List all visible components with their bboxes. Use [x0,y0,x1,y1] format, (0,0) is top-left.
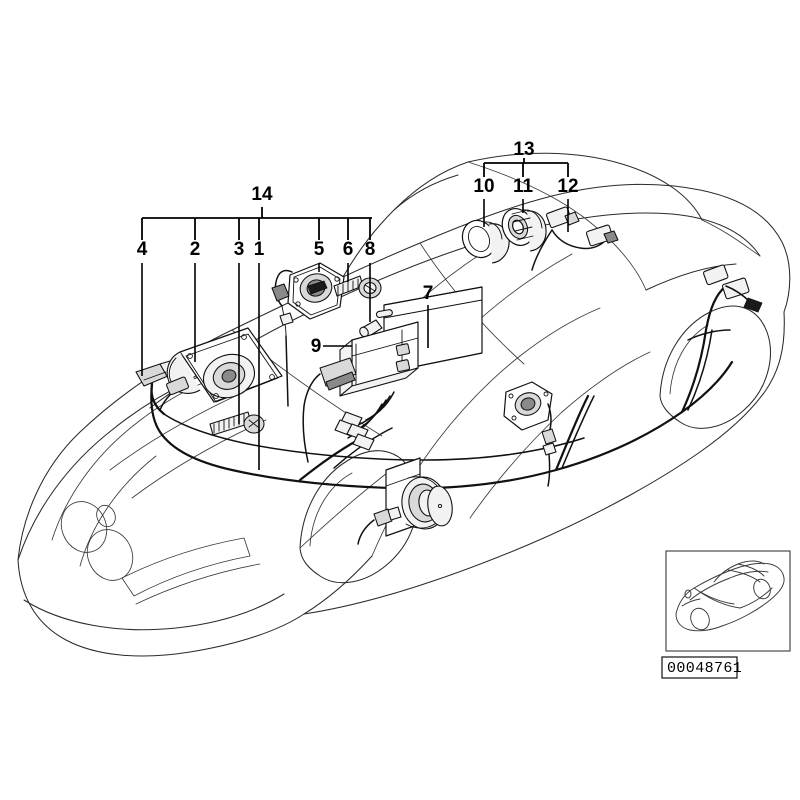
part-2-bass-speaker [159,327,283,411]
part-9-radio-mounting-frame [302,321,419,463]
callout-7: 7 [423,283,434,304]
vehicle-key-inset: 00048761 [661,550,791,679]
callout-5: 5 [314,239,325,260]
part-11-speaker-grille-ring [501,208,547,252]
installed-subwoofer [357,457,453,545]
part-number-text: 00048761 [667,660,742,677]
callout-6: 6 [343,239,354,260]
callout-leaders [141,199,569,470]
part-10-loudspeaker-cover [461,219,510,264]
callout-brackets [141,158,569,240]
callout-8: 8 [365,239,376,260]
part-5-tweeter-speaker [271,262,345,407]
callout-11: 11 [513,176,534,197]
callout-numbers: 4 2 3 1 14 5 6 8 7 9 10 11 12 13 [137,139,579,357]
callout-2: 2 [190,239,201,260]
callout-9: 9 [311,336,322,357]
callout-14: 14 [251,184,273,205]
callout-4: 4 [137,239,148,260]
callout-1: 1 [254,239,265,260]
callout-10: 10 [473,176,494,197]
callout-13: 13 [513,139,534,160]
installed-door-speaker [503,381,557,487]
part-3-mounting-screw [209,411,265,436]
callout-12: 12 [557,176,578,197]
callout-3: 3 [234,239,245,260]
